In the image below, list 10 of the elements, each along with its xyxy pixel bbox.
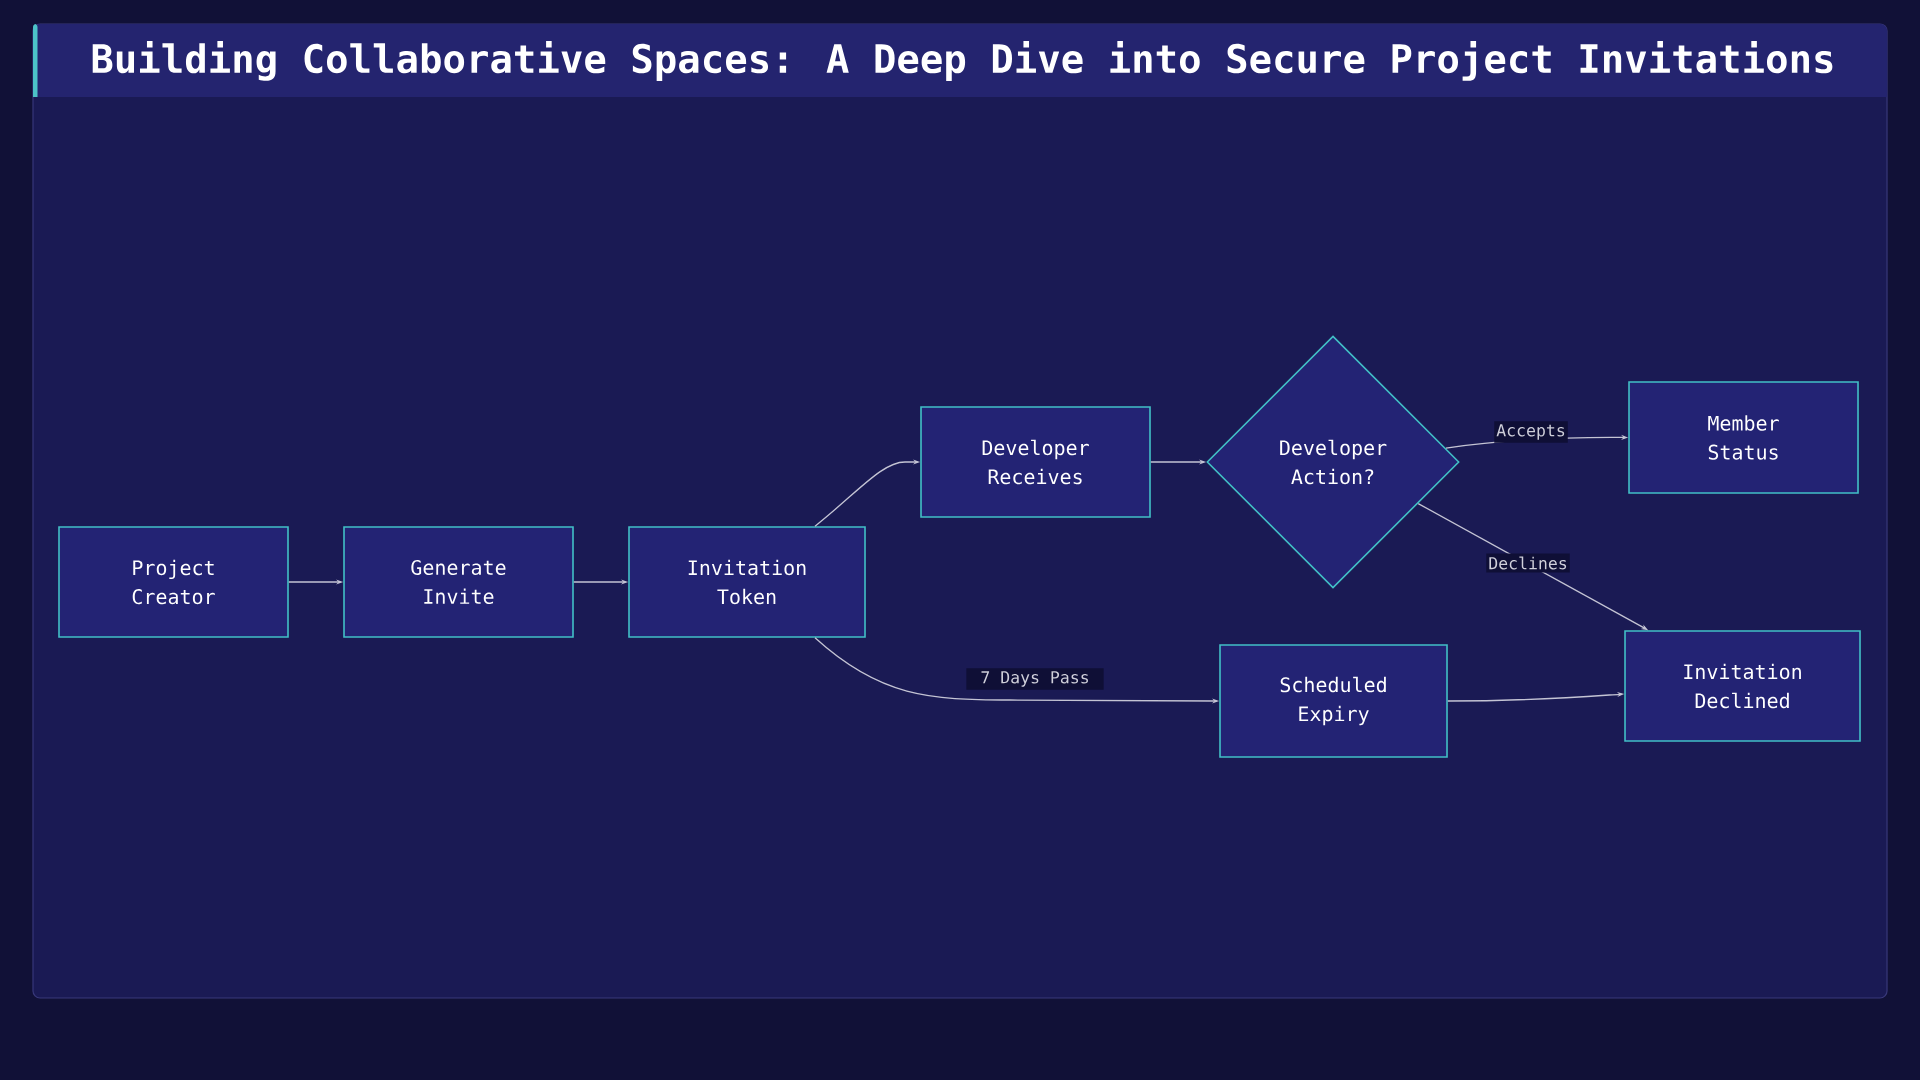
process-box: Invitation Token xyxy=(628,526,866,638)
edge-label: Accepts xyxy=(1494,421,1568,443)
process-box: Member Status xyxy=(1628,381,1859,494)
process-box: Invitation Declined xyxy=(1624,630,1861,742)
title-bar: Building Collaborative Spaces: A Deep Dive into Secure Project Invitations xyxy=(33,24,1887,97)
process-box: Developer Receives xyxy=(920,406,1151,518)
process-box: Project Creator xyxy=(58,526,289,638)
process-box: Generate Invite xyxy=(343,526,574,638)
process-box: Scheduled Expiry xyxy=(1219,644,1448,758)
edge-label: 7 Days Pass xyxy=(966,668,1104,690)
